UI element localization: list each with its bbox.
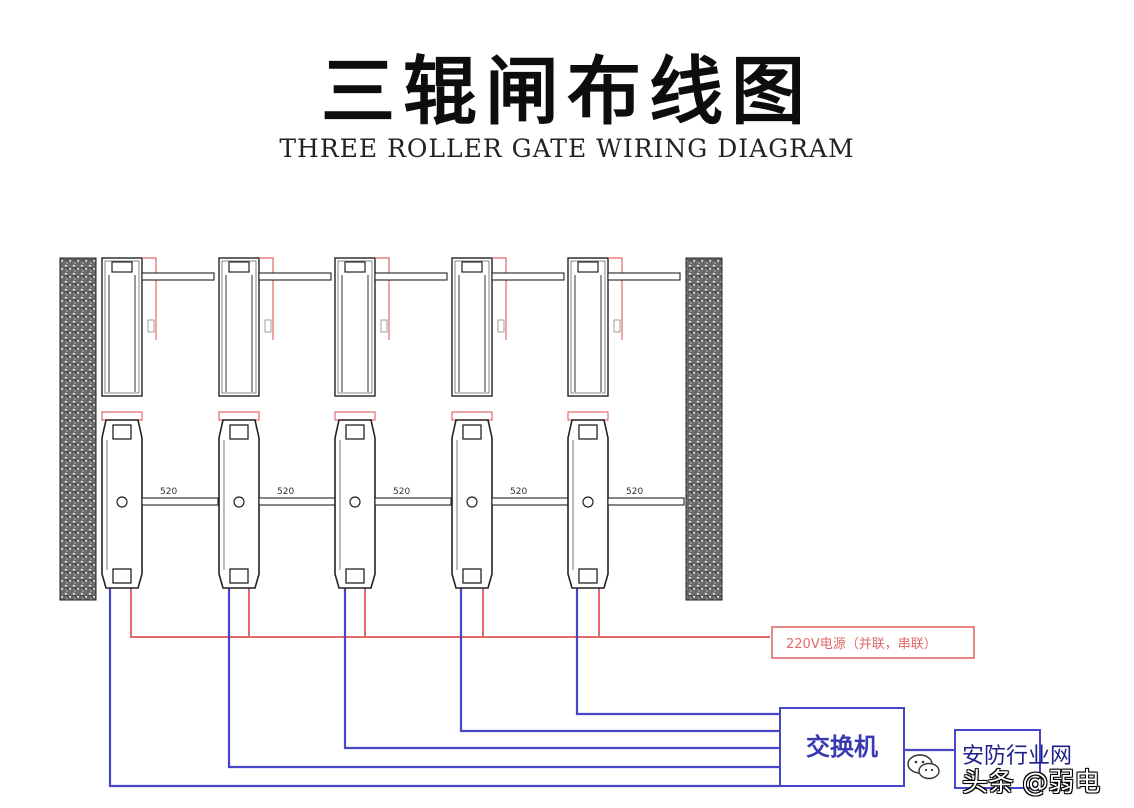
gate-bottom-arm-3: [374, 497, 452, 506]
left-wall: [59, 257, 97, 601]
page-subtitle: THREE ROLLER GATE WIRING DIAGRAM: [279, 134, 855, 163]
server-box: [954, 729, 1041, 789]
watermark-line2: 头条 @弱电: [962, 768, 1101, 798]
gate-top-4: [451, 257, 565, 421]
gate-top-arm-2: [258, 272, 332, 281]
gate-arm-label-5: 520: [626, 487, 643, 497]
watermark-line1: 安防行业网: [962, 744, 1073, 769]
gate-arm-label-3: 520: [393, 487, 410, 497]
gate-top-arm-3: [374, 272, 448, 281]
gate-bottom-1: 520: [101, 419, 219, 589]
page-title: 三辊闸布线图: [321, 49, 813, 135]
switch-box: [779, 707, 905, 787]
switch-label: 交换机: [806, 733, 878, 761]
gate-bottom-arm-1: [141, 497, 219, 506]
gate-arm-label-1: 520: [160, 487, 177, 497]
power-wiring: [130, 585, 770, 638]
gate-top-3: [334, 257, 448, 421]
gate-top-2: [218, 257, 332, 421]
wechat-icon: [907, 754, 940, 780]
gate-bottom-arm-2: [258, 497, 336, 506]
watermark: 安防行业网 头条 @弱电: [907, 738, 1134, 798]
power-label-box: [771, 626, 975, 659]
gates-bottom-row: 520 520 520 520 520: [101, 419, 685, 589]
right-wall: [685, 257, 723, 601]
gate-arm-label-2: 520: [277, 487, 294, 497]
gate-bottom-5: 520: [567, 419, 685, 589]
gate-top-5: [567, 257, 681, 421]
gate-bottom-4: 520: [451, 419, 569, 589]
network-wiring: [108, 585, 955, 788]
gates-top-row: [101, 257, 681, 421]
power-label: 220V电源（并联，串联）: [786, 637, 937, 652]
gate-arm-label-4: 520: [510, 487, 527, 497]
gate-bottom-arm-4: [491, 497, 569, 506]
gate-top-arm-4: [491, 272, 565, 281]
gate-bottom-2: 520: [218, 419, 336, 589]
gate-bottom-3: 520: [334, 419, 452, 589]
gate-bottom-arm-5: [607, 497, 685, 506]
gate-top-arm-5: [607, 272, 681, 281]
gate-top-arm-1: [141, 272, 215, 281]
gate-top-1: [101, 257, 215, 421]
